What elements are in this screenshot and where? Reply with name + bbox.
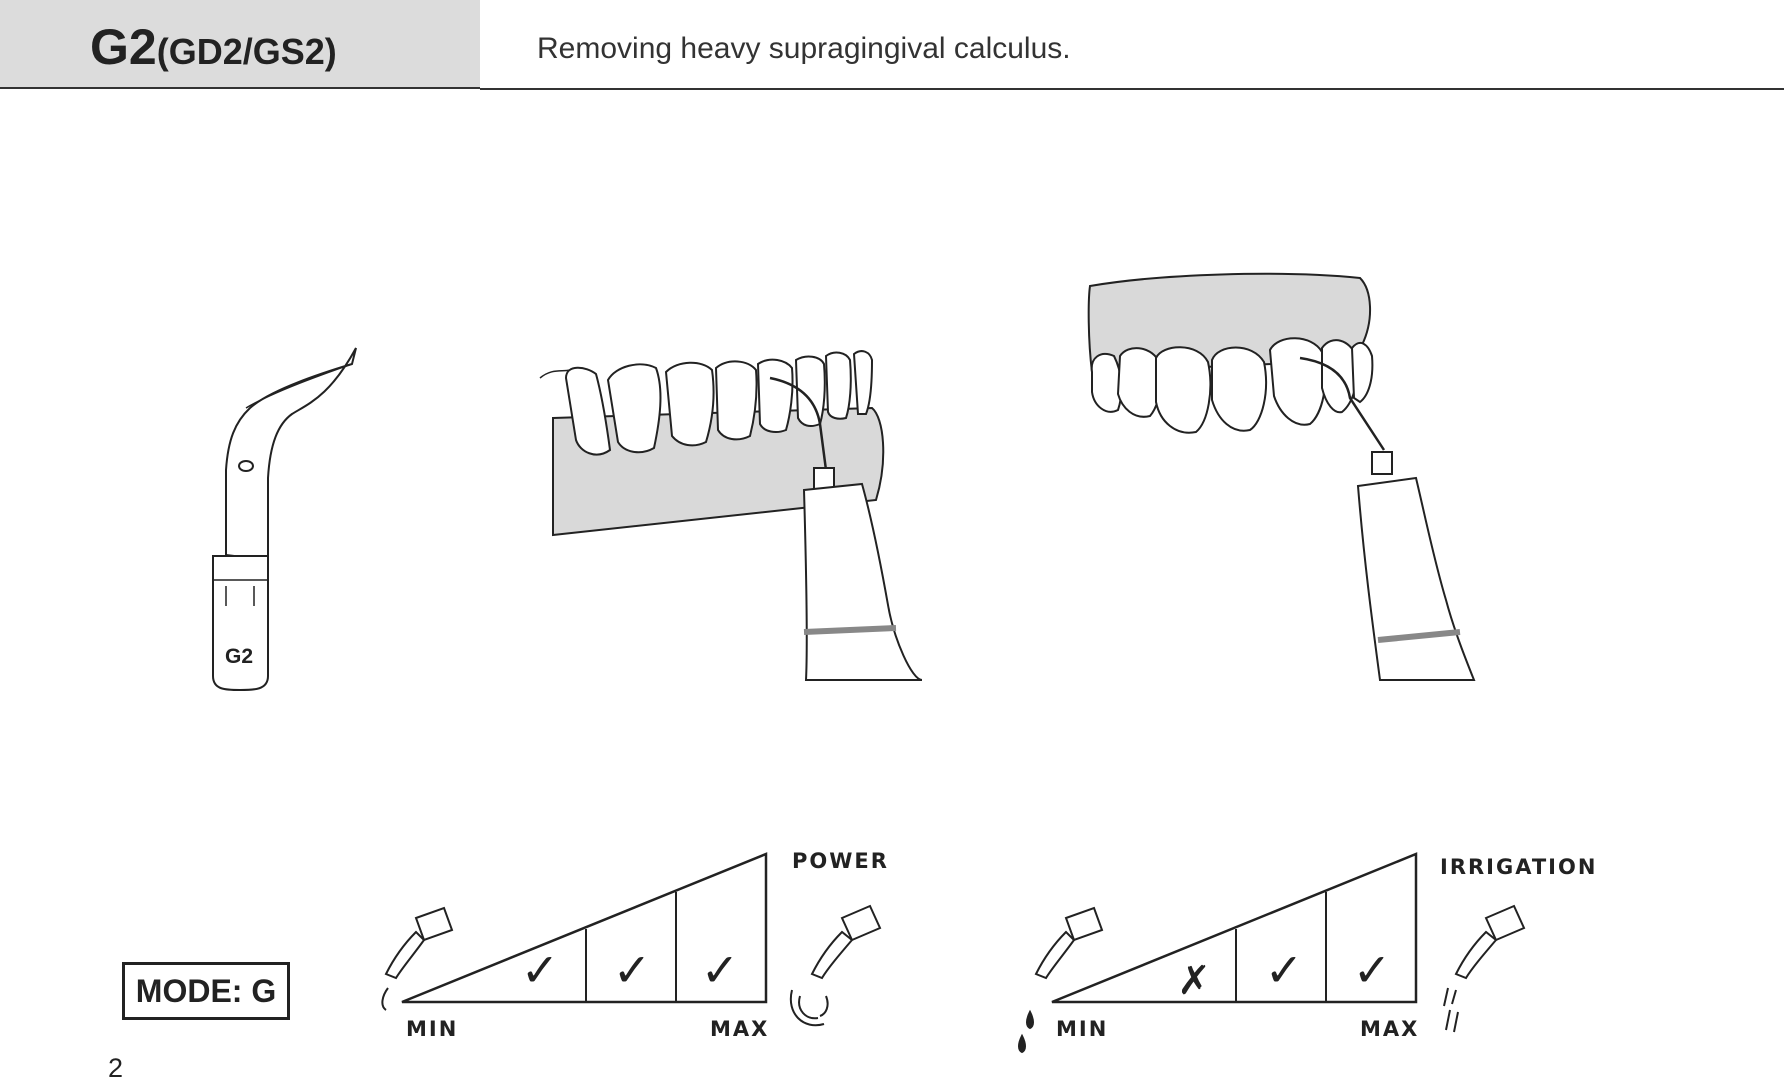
header-rule [480, 88, 1784, 90]
irrigation-level-4: ✓ [1353, 943, 1392, 997]
model-name: G2 [90, 19, 157, 75]
irrigation-max-label: MAX [1360, 1017, 1419, 1041]
power-min-handpiece-icon [381, 906, 454, 1011]
power-max-label: MAX [710, 1017, 769, 1041]
power-title: POWER [792, 849, 889, 873]
lower-jaw-illustration [539, 350, 923, 681]
irrigation-scale: ✗ ✓ ✓ IRRIGATION MIN MAX [1018, 852, 1597, 1054]
power-level-3: ✓ [613, 943, 652, 997]
power-min-label: MIN [406, 1017, 458, 1041]
power-max-handpiece-icon [789, 904, 882, 1027]
scaler-tip-illustration: G2 [212, 347, 357, 691]
irrigation-level-2: ✗ [1177, 958, 1211, 1004]
page-number: 2 [108, 1053, 124, 1083]
power-scale: ✓ ✓ ✓ POWER MIN MAX [381, 849, 889, 1041]
header-box [0, 0, 480, 89]
power-level-2: ✓ [521, 943, 560, 997]
irrigation-min-handpiece-icon [1018, 906, 1104, 1054]
upper-jaw-illustration [1087, 272, 1476, 681]
model-variants: (GD2/GS2) [156, 31, 337, 72]
irrigation-min-label: MIN [1056, 1017, 1108, 1041]
mode-box: MODE: G [122, 962, 290, 1020]
irrigation-max-handpiece-icon [1443, 904, 1526, 1033]
irrigation-level-3: ✓ [1265, 943, 1304, 997]
tip-label: G2 [225, 645, 253, 668]
irrigation-title: IRRIGATION [1440, 855, 1597, 879]
power-level-4: ✓ [701, 943, 740, 997]
model-title: G2(GD2/GS2) [90, 18, 337, 76]
tip-description: Removing heavy supragingival calculus. [537, 32, 1071, 65]
